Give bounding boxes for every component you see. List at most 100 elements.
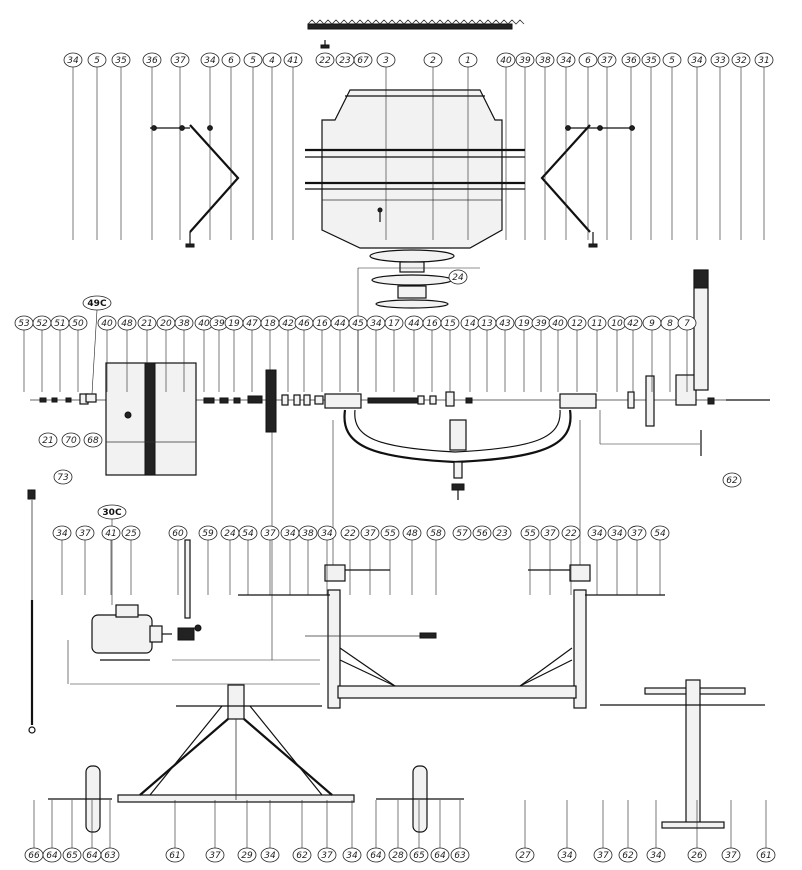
callout-lower-row-11-label: 34 — [321, 529, 333, 539]
callout-middle-row-24: 14 — [460, 315, 480, 331]
callout-bottom-row-12-label: 64 — [370, 851, 382, 861]
callout-beam-low-1-label: 56 — [476, 529, 488, 539]
callout-bottom-row-7-label: 29 — [241, 851, 253, 861]
callout-top-row-19-label: 36 — [625, 56, 637, 66]
callout-middle-row-21: 44 — [404, 315, 424, 331]
left-bracket — [150, 124, 240, 248]
callout-lower-row-8: 37 — [260, 525, 280, 541]
callout-top-row-1: 5 — [87, 52, 107, 68]
callout-drum-mid-0-circle — [448, 269, 468, 285]
callout-beam-left-0: 21 — [38, 432, 58, 448]
callout-bottom-row-5: 61 — [165, 847, 185, 863]
callout-middle-row-34-label: 9 — [649, 319, 655, 329]
callout-bottom-row-2: 65 — [62, 847, 82, 863]
callout-bottom-row-3: 64 — [82, 847, 102, 863]
callout-top-row-2-label: 35 — [115, 56, 127, 66]
callout-bottom-row-11-circle — [342, 847, 362, 863]
callout-lower-row-13: 37 — [360, 525, 380, 541]
callout-bottom-row-1-label: 64 — [46, 851, 58, 861]
callout-top-row-11-circle — [423, 52, 443, 68]
callout-top-row-4-label: 37 — [174, 56, 186, 66]
callout-bottom-row-12-circle — [366, 847, 386, 863]
callout-beam-left-2-label: 68 — [87, 436, 99, 446]
callout-lower-row-5: 59 — [198, 525, 218, 541]
callout-top-row-9-label: 41 — [287, 56, 298, 66]
callout-beam-mid-1: 73 — [53, 469, 73, 485]
callout-bottom-row-10-circle — [317, 847, 337, 863]
callout-lower-row-22-circle — [627, 525, 647, 541]
callout-middle-row-33: 42 — [623, 315, 643, 331]
callout-top-row-17-label: 6 — [585, 56, 591, 66]
callout-drum-mid-0-label: 24 — [452, 273, 464, 283]
callout-top-row-2-circle — [111, 52, 131, 68]
callout-bottom-row-17: 27 — [515, 847, 535, 863]
callout-middle-row-13: 18 — [260, 315, 280, 331]
callout-top-row-21-circle — [662, 52, 682, 68]
callout-middle-row-29: 40 — [548, 315, 568, 331]
callout-top-row-7-circle — [243, 52, 263, 68]
callout-middle-row-15: 46 — [294, 315, 314, 331]
callout-beam-left-0-circle — [38, 432, 58, 448]
callout-top-row-4-circle — [170, 52, 190, 68]
callout-top-row-16-circle — [556, 52, 576, 68]
callout-middle-row-27: 19 — [514, 315, 534, 331]
callout-lower-row-17: 55 — [520, 525, 540, 541]
jack-stand — [600, 679, 765, 829]
callout-middle-row-5-circle — [117, 315, 137, 331]
callout-middle-row-23-label: 15 — [444, 319, 456, 329]
callout-bottom-row-11-label: 34 — [346, 851, 358, 861]
callout-top-row-13: 40 — [496, 52, 516, 68]
callout-lower-row-1-label: 37 — [79, 529, 91, 539]
callout-lower-row-1-circle — [75, 525, 95, 541]
callout-beam-low-0-circle — [452, 525, 472, 541]
callout-top-row-6: 6 — [221, 52, 241, 68]
callout-lower-row-2-label: 41 — [105, 529, 116, 539]
callout-lower-row-15: 48 — [402, 525, 422, 541]
callout-top-row-23-label: 33 — [714, 56, 726, 66]
callout-lower-row-23: 54 — [650, 525, 670, 541]
callout-drum-mid-0: 24 — [448, 269, 468, 285]
callout-bottom-row-13-label: 28 — [392, 851, 404, 861]
callout-top-row-19-circle — [621, 52, 641, 68]
callout-beam-left-2-circle — [83, 432, 103, 448]
callout-lower-row-4-label: 60 — [172, 529, 184, 539]
callout-top-row-3: 36 — [142, 52, 162, 68]
callout-bottom-row-15: 64 — [430, 847, 450, 863]
callout-top-row-13-circle — [496, 52, 516, 68]
callout-bottom-row-12: 64 — [366, 847, 386, 863]
callout-lower-row-0-label: 34 — [56, 529, 68, 539]
callout-bottom-row-21-label: 34 — [650, 851, 662, 861]
callout-middle-row-26-circle — [495, 315, 515, 331]
callout-middle-row-23-circle — [440, 315, 460, 331]
callout-middle-row-22-label: 16 — [426, 319, 438, 329]
callout-top-row-11-label: 2 — [430, 56, 436, 66]
callout-bottom-row-9-label: 62 — [296, 851, 308, 861]
callout-top-row-14: 39 — [515, 52, 535, 68]
callout-top-row-10-label: 3 — [383, 56, 389, 66]
callout-middle-row-8-circle — [174, 315, 194, 331]
callout-bottom-row-5-label: 61 — [169, 851, 180, 861]
callout-lower-row-20: 34 — [587, 525, 607, 541]
callout-bottom-row-18: 34 — [557, 847, 577, 863]
callout-lower-row-4: 60 — [168, 525, 188, 541]
callout-middle-row-18: 45 — [348, 315, 368, 331]
callout-bottom-row-10-label: 37 — [321, 851, 333, 861]
callout-middle-row-27-label: 19 — [518, 319, 530, 329]
callout-middle-row-25: 13 — [477, 315, 497, 331]
callout-middle-row-32: 10 — [607, 315, 627, 331]
callout-top-row-6-circle — [221, 52, 241, 68]
callout-top-row-19: 36 — [621, 52, 641, 68]
callout-bottom-row-24-circle — [756, 847, 776, 863]
beam-tag: 49C — [82, 295, 112, 395]
callout-middle-row-7-label: 20 — [160, 319, 172, 329]
callout-lower-row-17-label: 55 — [524, 529, 536, 539]
callout-lower-row-22: 37 — [627, 525, 647, 541]
callout-bottom-row-1: 64 — [42, 847, 62, 863]
callout-middle-row-36: 7 — [677, 315, 697, 331]
callout-top-row-11: 2 — [423, 52, 443, 68]
callout-top-row-10: 3 — [376, 52, 396, 68]
callout-bottom-row-15-label: 64 — [434, 851, 446, 861]
callout-top-row-9-circle — [283, 52, 303, 68]
